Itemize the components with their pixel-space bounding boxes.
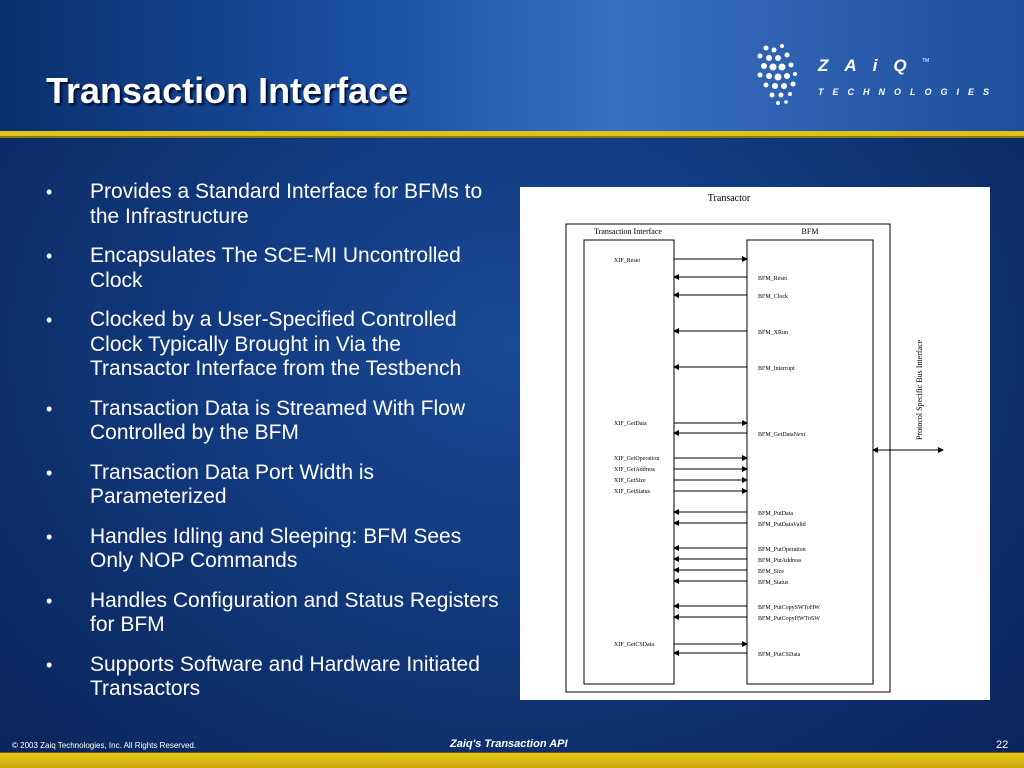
page-number: 22 [996, 739, 1009, 751]
transactor-label: Transactor [708, 193, 751, 204]
signal-label: BFM_XRun [758, 330, 788, 336]
bullet-item: • Transaction Data Port Width is Paramete… [44, 461, 504, 510]
logo-trademark: TM [922, 58, 930, 64]
signal-label: XIF_GetCSData [614, 642, 654, 648]
bullet-icon: • [46, 654, 53, 675]
bullet-text: Transaction Data is Streamed With Flow C… [90, 396, 466, 445]
bullet-list: • Provides a Standard Interface for BFMs … [44, 180, 504, 717]
bullet-text: Transaction Data Port Width is Parameter… [90, 460, 374, 509]
footer-title: Zaiq's Transaction API [450, 738, 568, 750]
bullet-item: • Provides a Standard Interface for BFMs … [44, 180, 504, 229]
bullet-icon: • [46, 398, 53, 419]
signal-label: BFM_PutDataValid [758, 522, 806, 528]
zaiq-logo: ZAiQ TM TECHNOLOGIES [752, 40, 1002, 110]
bullet-text: Provides a Standard Interface for BFMs t… [90, 180, 483, 228]
bullet-icon: • [46, 310, 53, 330]
footer-divider-shadow [0, 752, 1024, 753]
bullet-item: • Transaction Data is Streamed With Flow … [44, 397, 504, 446]
signal-label: BFM_Interrupt [758, 366, 795, 372]
transaction-interface-label: Transaction Interface [594, 227, 662, 236]
transactor-diagram: Transactor Transaction Interface BFM XIF… [520, 187, 990, 700]
signal-label: BFM_Clock [758, 294, 788, 300]
transactor-outer-box [565, 223, 891, 693]
bullet-item: • Encapsulates The SCE-MI Uncontrolled Cl… [44, 244, 504, 293]
signal-label: XIF_GetOperation [614, 456, 659, 462]
signal-label: BFM_Reset [758, 276, 787, 282]
bullet-icon: • [46, 526, 53, 547]
header-divider-shadow [0, 136, 1024, 138]
bullet-item: • Clocked by a User-Specified Controlled … [44, 308, 504, 382]
signal-label: XIF_GetSize [614, 478, 646, 484]
zaiq-logo-icon [757, 44, 797, 105]
signal-label: XIF_GetAddress [614, 467, 656, 473]
bullet-icon: • [46, 462, 53, 483]
logo-wordmark: ZAiQ [818, 56, 923, 75]
header-divider [0, 131, 1024, 136]
footer-copyright: © 2003 Zaiq Technologies, Inc. All Right… [12, 741, 197, 750]
signal-label: BFM_Status [758, 580, 789, 586]
slide-header [0, 0, 1024, 132]
signal-label: BFM_PutData [758, 511, 793, 517]
bullet-text: Clocked by a User-Specified Controlled C… [90, 308, 462, 380]
bullet-item: • Handles Configuration and Status Regist… [44, 589, 504, 638]
bullet-text: Handles Configuration and Status Registe… [90, 588, 499, 637]
signal-label: XIF_GetStatus [614, 489, 651, 495]
bullet-icon: • [46, 182, 53, 202]
bullet-text: Supports Software and Hardware Initiated… [90, 652, 480, 701]
signal-label: BFM_Size [758, 569, 784, 575]
signal-label: XIF_GetData [614, 421, 647, 427]
signal-label: BFM_PutAddress [758, 558, 802, 564]
logo-subtitle: TECHNOLOGIES [818, 87, 999, 97]
bullet-text: Encapsulates The SCE-MI Uncontrolled Clo… [90, 244, 461, 292]
bullet-item: • Handles Idling and Sleeping: BFM Sees O… [44, 525, 504, 574]
footer-divider [0, 753, 1024, 768]
protocol-bus-label: Protocol Specific Bus Interface [915, 339, 924, 440]
bullet-icon: • [46, 246, 53, 266]
signal-label: BFM_PutCopySWToHW [758, 605, 820, 611]
bfm-label: BFM [802, 227, 819, 236]
transactor-diagram-svg: Transactor Transaction Interface BFM XIF… [565, 193, 944, 693]
signal-label: BFM_PutCopyHWToSW [758, 616, 820, 622]
signal-label: BFM_GetDataNext [758, 432, 806, 438]
bullet-icon: • [46, 590, 53, 611]
bfm-block [746, 239, 874, 685]
signal-label: BFM_PutOperation [758, 547, 806, 553]
signal-label: XIF_Reset [614, 258, 640, 264]
signal-label: BFM_PutCSData [758, 652, 801, 658]
bullet-text: Handles Idling and Sleeping: BFM Sees On… [90, 524, 462, 573]
transaction-interface-block [583, 239, 675, 685]
slide-title: Transaction Interface [46, 70, 409, 111]
bullet-item: • Supports Software and Hardware Initiate… [44, 653, 504, 702]
